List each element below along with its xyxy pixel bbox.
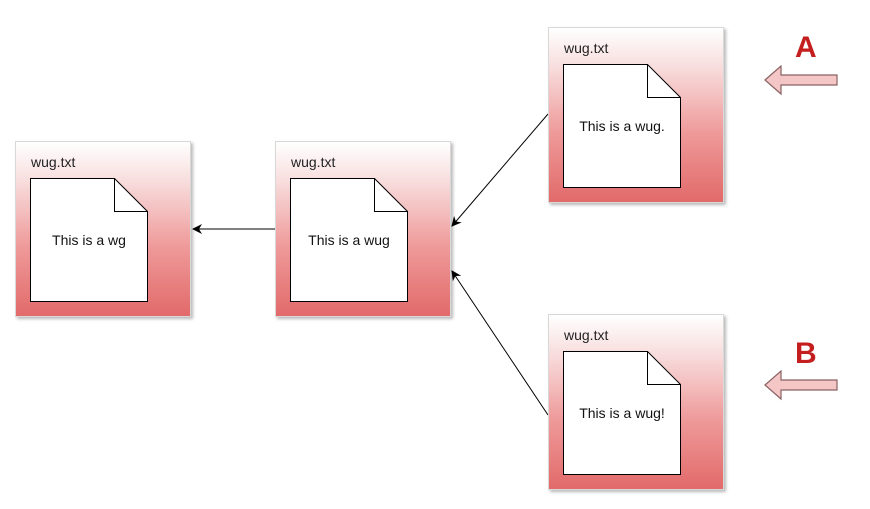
file-node-2[interactable]: wug.txt This is a wug <box>275 141 451 317</box>
connector-node3-to-node2 <box>451 113 549 227</box>
file-node-3[interactable]: wug.txt This is a wug. <box>548 27 724 203</box>
left-arrow-icon <box>764 370 838 401</box>
file-node-1[interactable]: wug.txt This is a wg <box>15 141 191 317</box>
node-title: wug.txt <box>291 154 336 170</box>
file-content: This is a wug! <box>579 405 665 421</box>
document-icon: This is a wug <box>290 178 408 302</box>
file-node-4[interactable]: wug.txt This is a wug! <box>548 314 724 490</box>
file-content: This is a wug. <box>579 118 665 134</box>
document-icon: This is a wug. <box>563 64 681 188</box>
left-arrow-icon <box>764 65 838 96</box>
connector-node4-to-node2 <box>451 270 549 416</box>
marker-label-a: A <box>795 31 817 64</box>
node-title: wug.txt <box>564 327 609 343</box>
marker-label-b: B <box>795 337 817 370</box>
document-icon: This is a wg <box>30 178 148 302</box>
file-content: This is a wug <box>308 232 390 248</box>
node-title: wug.txt <box>564 40 609 56</box>
node-title: wug.txt <box>31 154 76 170</box>
file-content: This is a wg <box>52 232 126 248</box>
document-icon: This is a wug! <box>563 351 681 475</box>
